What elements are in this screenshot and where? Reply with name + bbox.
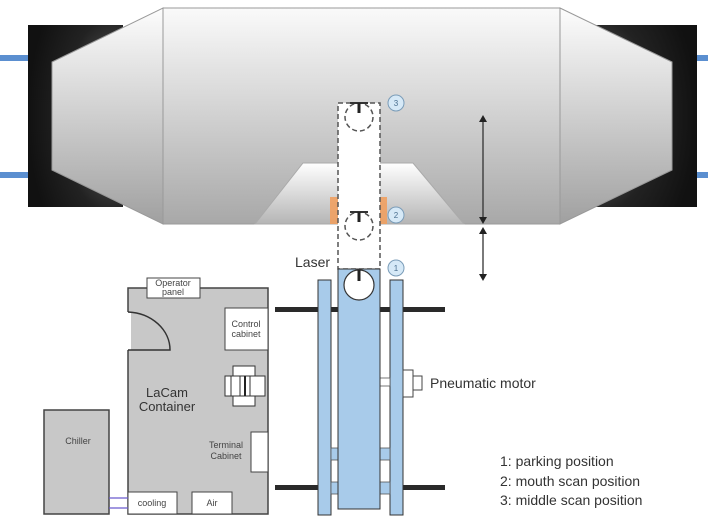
laser-unit xyxy=(224,365,266,407)
operator-panel-label: panel xyxy=(162,287,184,297)
legend-item: 2: mouth scan position xyxy=(500,473,640,489)
pipe xyxy=(695,55,708,61)
operator-panel xyxy=(146,277,201,299)
terminal-cabinet xyxy=(250,431,269,473)
carriage-blocks xyxy=(330,377,391,495)
air-label: Air xyxy=(207,498,218,508)
pipe xyxy=(695,172,708,178)
right-pipes xyxy=(695,55,708,178)
legend-item: 3: middle scan position xyxy=(500,492,642,508)
left-guide-rail xyxy=(317,279,332,516)
chiller-label: Chiller xyxy=(65,436,91,446)
pneumatic-motor xyxy=(402,369,423,398)
laser-position-2 xyxy=(344,211,374,241)
svg-text:2: 2 xyxy=(394,211,399,220)
container-label: LaCam xyxy=(146,385,188,400)
terminal-cabinet-label: Terminal xyxy=(209,440,243,450)
cooling-label: cooling xyxy=(138,498,167,508)
pneumatic-motor-label: Pneumatic motor xyxy=(430,375,536,391)
position-marker-1: 1 xyxy=(387,259,405,277)
chiller xyxy=(43,409,110,515)
orange-mark-left xyxy=(330,197,338,224)
orange-mark-right xyxy=(379,197,387,224)
pipe xyxy=(0,55,30,61)
cooling-box xyxy=(127,491,178,515)
svg-text:3: 3 xyxy=(394,99,399,108)
laser-carriage xyxy=(337,268,381,510)
cooling-lines xyxy=(109,497,128,509)
position-marker-3: 3 xyxy=(387,94,405,112)
laser-label: Laser xyxy=(295,254,330,270)
container-label: Container xyxy=(139,399,196,414)
laser-travel-path xyxy=(337,102,381,270)
control-cabinet-label: cabinet xyxy=(231,329,261,339)
position-marker-2: 2 xyxy=(387,206,405,224)
legend: 1: parking position 2: mouth scan positi… xyxy=(500,453,642,508)
right-guide-rail xyxy=(389,279,404,516)
control-cabinet-label: Control xyxy=(231,319,260,329)
pipe xyxy=(0,172,30,178)
legend-item: 1: parking position xyxy=(500,453,614,469)
laser-position-1 xyxy=(343,269,375,301)
air-box xyxy=(191,491,233,515)
left-pipes xyxy=(0,55,30,178)
control-cabinet xyxy=(224,307,269,351)
container-door xyxy=(126,311,171,351)
terminal-cabinet-label: Cabinet xyxy=(210,451,242,461)
svg-text:1: 1 xyxy=(394,264,399,273)
travel-arrows xyxy=(479,115,487,281)
operator-panel-label: Operator xyxy=(155,278,191,288)
laser-position-3 xyxy=(344,102,374,132)
